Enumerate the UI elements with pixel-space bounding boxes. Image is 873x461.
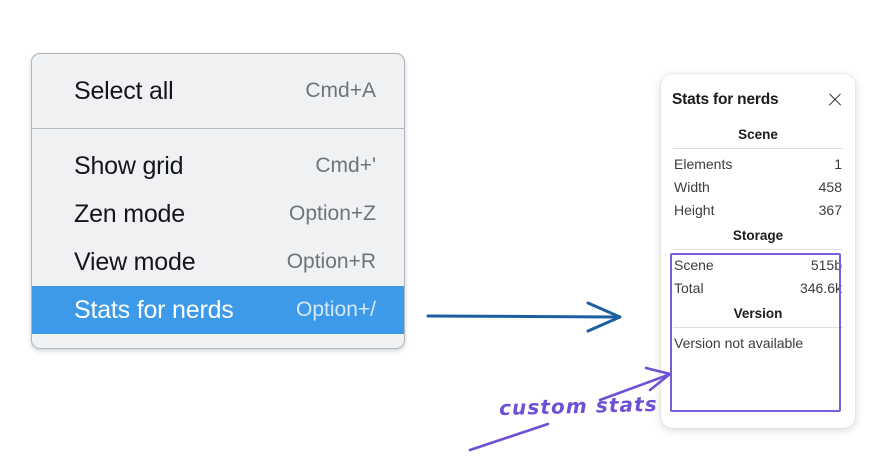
menu-item-zen-mode[interactable]: Zen mode Option+Z [32,190,404,238]
menu-item-show-grid[interactable]: Show grid Cmd+' [32,142,404,190]
menu-divider [32,128,404,129]
custom-stats-handwritten-label: custom stats [498,391,659,421]
section-rule [673,249,843,250]
menu-item-select-all[interactable]: Select all Cmd+A [32,67,404,115]
stats-row-width: Width 458 [672,175,844,198]
menu-item-label: Stats for nerds [74,295,234,324]
section-rule [673,327,843,328]
context-menu-group-1: Select all Cmd+A [32,54,404,128]
context-menu-group-2: Show grid Cmd+' Zen mode Option+Z View m… [32,129,404,348]
menu-item-label: View mode [74,247,196,276]
menu-item-shortcut: Option+Z [289,202,376,225]
stats-row-value: 367 [818,201,842,218]
stats-row-key: Width [674,178,710,195]
menu-group-top-padding [32,54,404,67]
section-heading-scene: Scene [738,127,778,142]
context-menu[interactable]: Select all Cmd+A Show grid Cmd+' Zen mod… [31,53,405,349]
stats-row-height: Height 367 [672,198,844,221]
purple-tail-stroke [468,422,550,452]
menu-group-bottom-padding [32,115,404,128]
stats-row-value: 458 [818,178,842,195]
menu-group-top-padding-2 [32,129,404,142]
menu-item-shortcut: Option+/ [296,298,376,321]
stats-section-scene: Scene Elements 1 Width 458 Height 367 [672,120,844,221]
section-rule [673,148,843,149]
menu-item-shortcut: Cmd+' [315,154,376,177]
menu-item-shortcut: Option+R [286,250,376,273]
stats-row-key: Total [674,279,704,296]
stats-panel-header: Stats for nerds [672,74,844,120]
stats-row-value: 346.6k [799,279,842,296]
stats-panel-title: Stats for nerds [672,91,779,108]
menu-item-label: Zen mode [74,199,185,228]
stats-section-version: Version Version not available [672,299,844,355]
menu-item-label: Select all [74,76,174,105]
stats-row-elements: Elements 1 [672,152,844,175]
close-icon[interactable] [826,91,844,109]
stats-row-scene-storage: Scene 515b [672,253,844,276]
section-heading-version: Version [733,306,783,321]
menu-item-stats-for-nerds[interactable]: Stats for nerds Option+/ [32,286,404,334]
stats-row-key: Scene [674,256,714,273]
menu-group-bottom-padding-2 [32,334,404,348]
menu-item-label: Show grid [74,151,184,180]
stats-row-value: 1 [834,155,842,172]
menu-item-view-mode[interactable]: View mode Option+R [32,238,404,286]
stats-row-value: 515b [810,256,842,273]
stats-row-key: Elements [674,155,733,172]
stats-row-total-storage: Total 346.6k [672,276,844,299]
version-note: Version not available [674,335,804,351]
section-heading-storage: Storage [732,228,784,243]
menu-item-shortcut: Cmd+A [305,79,376,102]
stats-for-nerds-panel[interactable]: Stats for nerds Scene Elements 1 Width 4… [661,74,855,428]
blue-arrow-annotation [426,301,622,333]
stats-section-storage: Storage Scene 515b Total 346.6k [672,221,844,299]
stats-row-key: Height [674,201,715,218]
